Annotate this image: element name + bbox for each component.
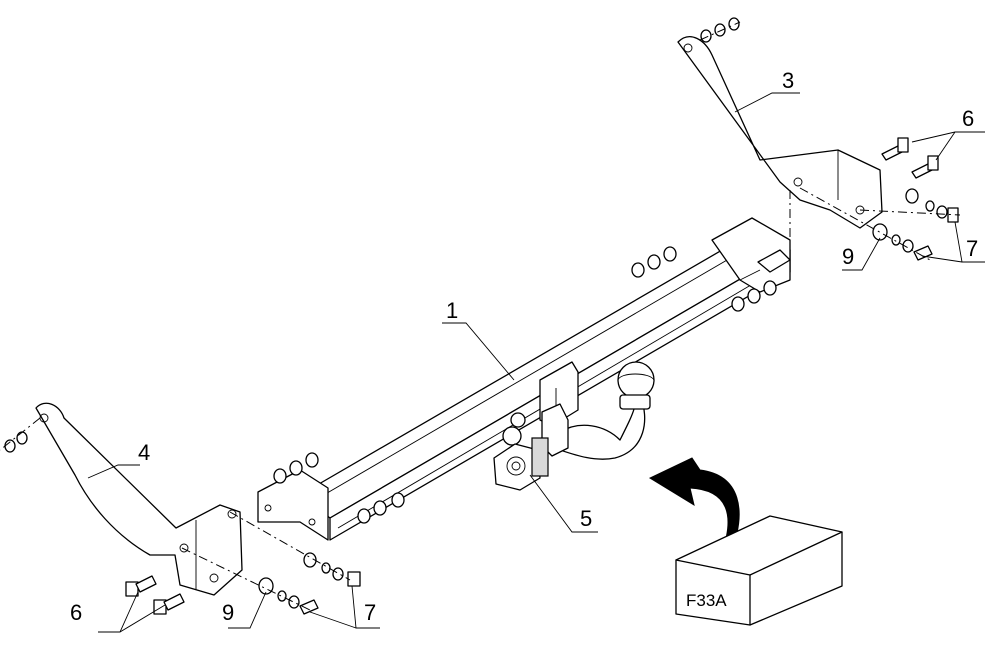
ball-neck	[502, 361, 655, 460]
kit-box-label: F33A	[686, 591, 727, 610]
callout-bolt-left: 6	[70, 600, 82, 625]
kit-box: F33A	[675, 515, 843, 626]
callout-washer-right: 9	[842, 244, 854, 269]
nuts-right	[872, 188, 959, 261]
bar-right-plate	[711, 217, 791, 293]
fasteners-far-left	[4, 431, 28, 453]
bolts-right	[881, 137, 939, 179]
socket-plate	[493, 437, 549, 491]
fasteners-bar-left-bottom	[357, 492, 405, 524]
callout-nut-right: 7	[966, 236, 978, 261]
fasteners-top-right	[700, 17, 740, 43]
callout-nut-left: 7	[364, 600, 376, 625]
fasteners-bar-left-top	[273, 452, 319, 484]
fasteners-bar-upper	[631, 246, 677, 278]
leader-lines	[87, 92, 985, 633]
callout-ball-socket: 5	[580, 506, 592, 531]
left-bracket	[35, 402, 243, 596]
callout-bar: 1	[446, 298, 458, 323]
callout-bolt-right: 6	[962, 106, 974, 131]
bar-left-plate	[257, 469, 329, 541]
callout-washer-left: 9	[222, 600, 234, 625]
callout-left-bracket: 4	[138, 440, 150, 465]
callout-labels: 1 3 4 5 6 6 7 7 9 9	[70, 68, 978, 625]
right-bracket	[677, 36, 883, 229]
bolts-left	[125, 575, 185, 615]
nuts-left	[258, 552, 361, 615]
fasteners-bar-mid	[731, 280, 777, 312]
callout-right-bracket: 3	[782, 68, 794, 93]
assembly-axes	[0, 21, 961, 611]
